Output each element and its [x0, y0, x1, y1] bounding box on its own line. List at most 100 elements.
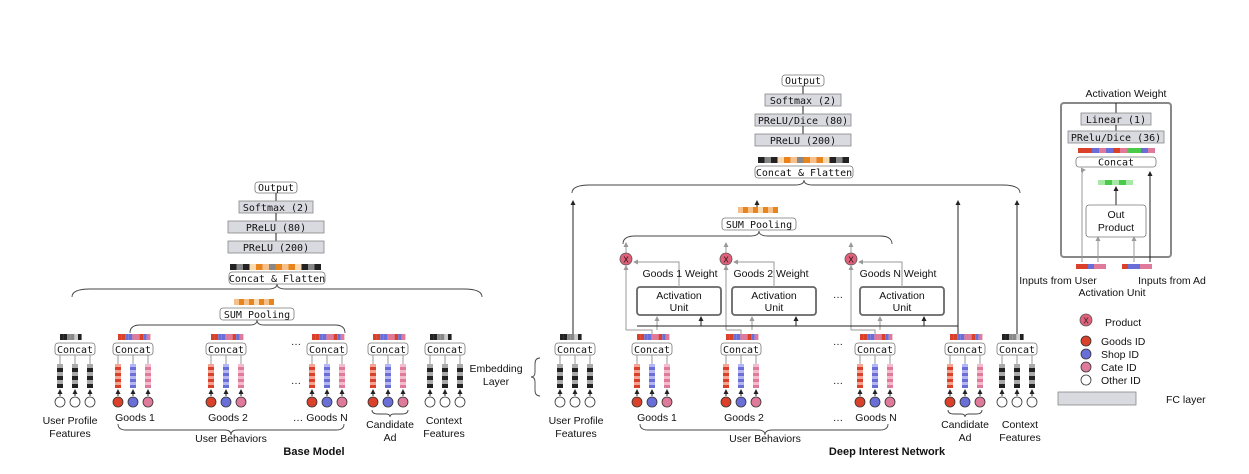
embedding-bar-cell	[1014, 384, 1020, 388]
embedding-bar-cell	[385, 370, 391, 373]
embedding-bar-cell	[664, 382, 670, 385]
embedding-bar-cell	[57, 368, 63, 372]
embedding-bar-cell	[723, 370, 729, 373]
embedding-bar-cell	[572, 364, 578, 368]
legend-product-x: X	[1083, 317, 1089, 326]
embedding-cell	[1078, 148, 1085, 153]
embedding-cell	[1122, 264, 1128, 269]
behavior-feature-column: Concat	[306, 334, 348, 408]
embedding-bar-cell	[977, 364, 983, 367]
din-title: Deep Interest Network	[829, 446, 946, 458]
embedding-bar-cell	[72, 376, 78, 380]
id-node	[1011, 396, 1023, 408]
concat-label: Concat	[999, 345, 1035, 356]
embedding-cell	[221, 334, 226, 340]
au-inputs-ad-label: Inputs from Ad	[1138, 275, 1206, 287]
embedding-cell	[387, 334, 391, 340]
behavior-feature-column: Concat	[720, 334, 762, 408]
embedding-cell	[1134, 148, 1141, 153]
embedding-bar-cell	[309, 370, 315, 373]
id-node	[944, 396, 956, 408]
id-node	[569, 396, 581, 408]
embedding-cell	[726, 334, 730, 340]
embedding-cell	[867, 334, 871, 340]
embedding-bar-cell	[223, 364, 229, 367]
embedding-cell	[78, 334, 82, 340]
embedding-bar-cell	[339, 370, 345, 373]
embedding-bar-cell	[339, 367, 345, 370]
embedding-bar-cell	[1029, 364, 1035, 368]
embedding-bar-cell	[664, 373, 670, 376]
embedding-bar-cell	[115, 379, 121, 382]
din-user-behaviors-label: User Behaviors	[729, 433, 801, 445]
activation-unit-line2: Unit	[765, 302, 784, 314]
din-ellipsis-units: …	[833, 289, 844, 301]
embedding-bar-cell	[238, 364, 244, 367]
embedding-bar-cell	[738, 373, 744, 376]
base-ellipsis-mid: …	[291, 375, 302, 387]
concat-embedding	[950, 334, 983, 340]
concat-label: Concat	[723, 345, 759, 356]
embedding-bar-cell	[977, 373, 983, 376]
embedding-bar-cell	[309, 364, 315, 367]
embedding-cell	[1092, 148, 1099, 153]
embedding-cell	[1020, 334, 1024, 340]
embedding-cell	[394, 334, 399, 340]
embedding-cell	[960, 334, 965, 340]
embedding-bar-cell	[370, 367, 376, 370]
legend-product-label: Product	[1105, 317, 1141, 329]
id-node	[439, 396, 451, 408]
embedding-bar-cell	[723, 367, 729, 370]
embedding-bar-cell	[723, 382, 729, 385]
id-node	[69, 396, 81, 408]
embedding-bar-cell	[442, 380, 448, 384]
embedding-bar-cell	[208, 364, 214, 367]
embedding-bar-cell	[947, 376, 953, 379]
embedding-cell	[322, 334, 327, 340]
base-sum-cells	[234, 299, 274, 305]
concat-embedding	[860, 334, 893, 340]
embedding-cell	[236, 264, 243, 270]
embedding-bar-cell	[947, 370, 953, 373]
embedding-bar-cell	[557, 380, 563, 384]
embedding-bar-cell	[238, 385, 244, 388]
product-x: X	[623, 256, 629, 265]
product-node: X	[844, 252, 858, 266]
embedding-bar-cell	[634, 367, 640, 370]
legend-goods-label: Goods ID	[1101, 336, 1146, 348]
din-labels: Goods 1 Weight Goods 2 Weight Goods N We…	[469, 268, 1040, 458]
embedding-bar-cell	[753, 373, 759, 376]
legend-other-icon	[1080, 374, 1092, 386]
embedding-bar-cell	[442, 372, 448, 376]
embedding-bar-cell	[857, 367, 863, 370]
embedding-bar-cell	[753, 370, 759, 373]
embedding-bar-cell	[309, 376, 315, 379]
embedding-cell	[225, 334, 229, 340]
concat-embedding	[312, 334, 345, 340]
id-node	[367, 396, 379, 408]
embedding-bar-cell	[385, 364, 391, 367]
id-node	[750, 396, 762, 408]
candidate-ad-bus	[637, 325, 959, 336]
embedding-cell	[747, 334, 752, 340]
embedding-cell	[244, 299, 249, 305]
embedding-cell	[758, 207, 763, 213]
din-concat-flatten-label: Concat & Flatten	[756, 168, 852, 179]
embedding-bar-cell	[385, 367, 391, 370]
embedding-cell	[968, 334, 972, 340]
concat-label: Concat	[557, 345, 593, 356]
embedding-bar-cell	[87, 372, 93, 376]
au-user-cells	[1076, 264, 1106, 269]
legend-fc-swatch	[1057, 391, 1137, 406]
embedding-bar-cell	[649, 379, 655, 382]
embedding-bar-cell	[999, 380, 1005, 384]
embedding-bar-cell	[339, 376, 345, 379]
embedding-cell	[1140, 264, 1146, 269]
embedding-cell	[881, 334, 886, 340]
embedding-cell	[301, 264, 308, 270]
base-model: Output Softmax (2) PReLU (80) PReLU (200…	[71, 181, 483, 334]
embedding-bar-cell	[145, 376, 151, 379]
embedding-cell	[74, 334, 78, 340]
